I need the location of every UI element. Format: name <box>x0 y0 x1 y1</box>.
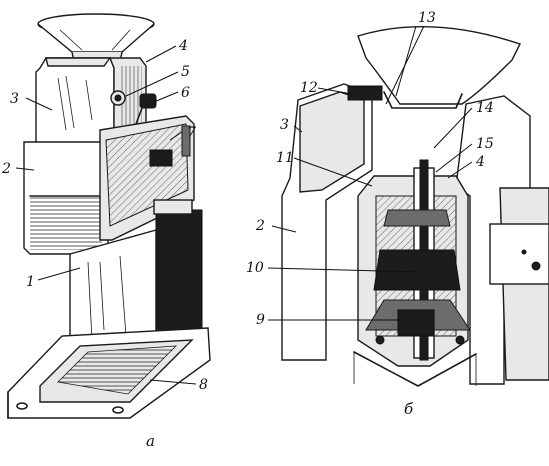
panel-a-labels: 4 5 6 3 7 2 1 8 а <box>1 38 208 450</box>
base-tray <box>7 327 211 419</box>
dosing-box <box>23 141 109 255</box>
label-b-12: 12 <box>300 80 318 96</box>
label-a-7: 7 <box>187 125 196 141</box>
label-a-5: 5 <box>181 64 190 80</box>
caption-b: б <box>404 400 414 418</box>
section-floor <box>353 351 477 387</box>
label-b-15: 15 <box>476 136 494 152</box>
label-a-8: 8 <box>199 377 208 393</box>
grinder-head <box>35 57 115 149</box>
label-a-1: 1 <box>26 274 35 290</box>
label-b-10: 10 <box>246 260 264 276</box>
label-a-4: 4 <box>178 38 188 54</box>
label-b-4: 4 <box>475 154 485 170</box>
panel-b-labels: 13 12 3 14 15 11 4 2 10 9 б <box>246 10 494 418</box>
label-a-6: 6 <box>181 85 190 101</box>
label-a-3: 3 <box>10 91 19 107</box>
label-b-11: 11 <box>276 150 294 166</box>
adjustment-knob <box>110 90 126 106</box>
label-b-14: 14 <box>476 100 494 116</box>
label-b-9: 9 <box>256 312 265 328</box>
panel-a-leaders <box>15 45 197 385</box>
panel-b-illustration <box>267 25 549 387</box>
caption-a: а <box>146 432 155 450</box>
label-b-13: 13 <box>418 10 436 26</box>
label-a-2: 2 <box>1 161 11 177</box>
panel-b-leaders <box>267 25 473 321</box>
section-housing-left <box>281 83 383 361</box>
panel-a-illustration <box>7 13 211 419</box>
label-b-3: 3 <box>280 117 289 133</box>
section-housing-right <box>455 95 549 385</box>
label-b-2: 2 <box>255 218 265 234</box>
hopper <box>37 13 155 63</box>
section-core <box>357 159 471 367</box>
